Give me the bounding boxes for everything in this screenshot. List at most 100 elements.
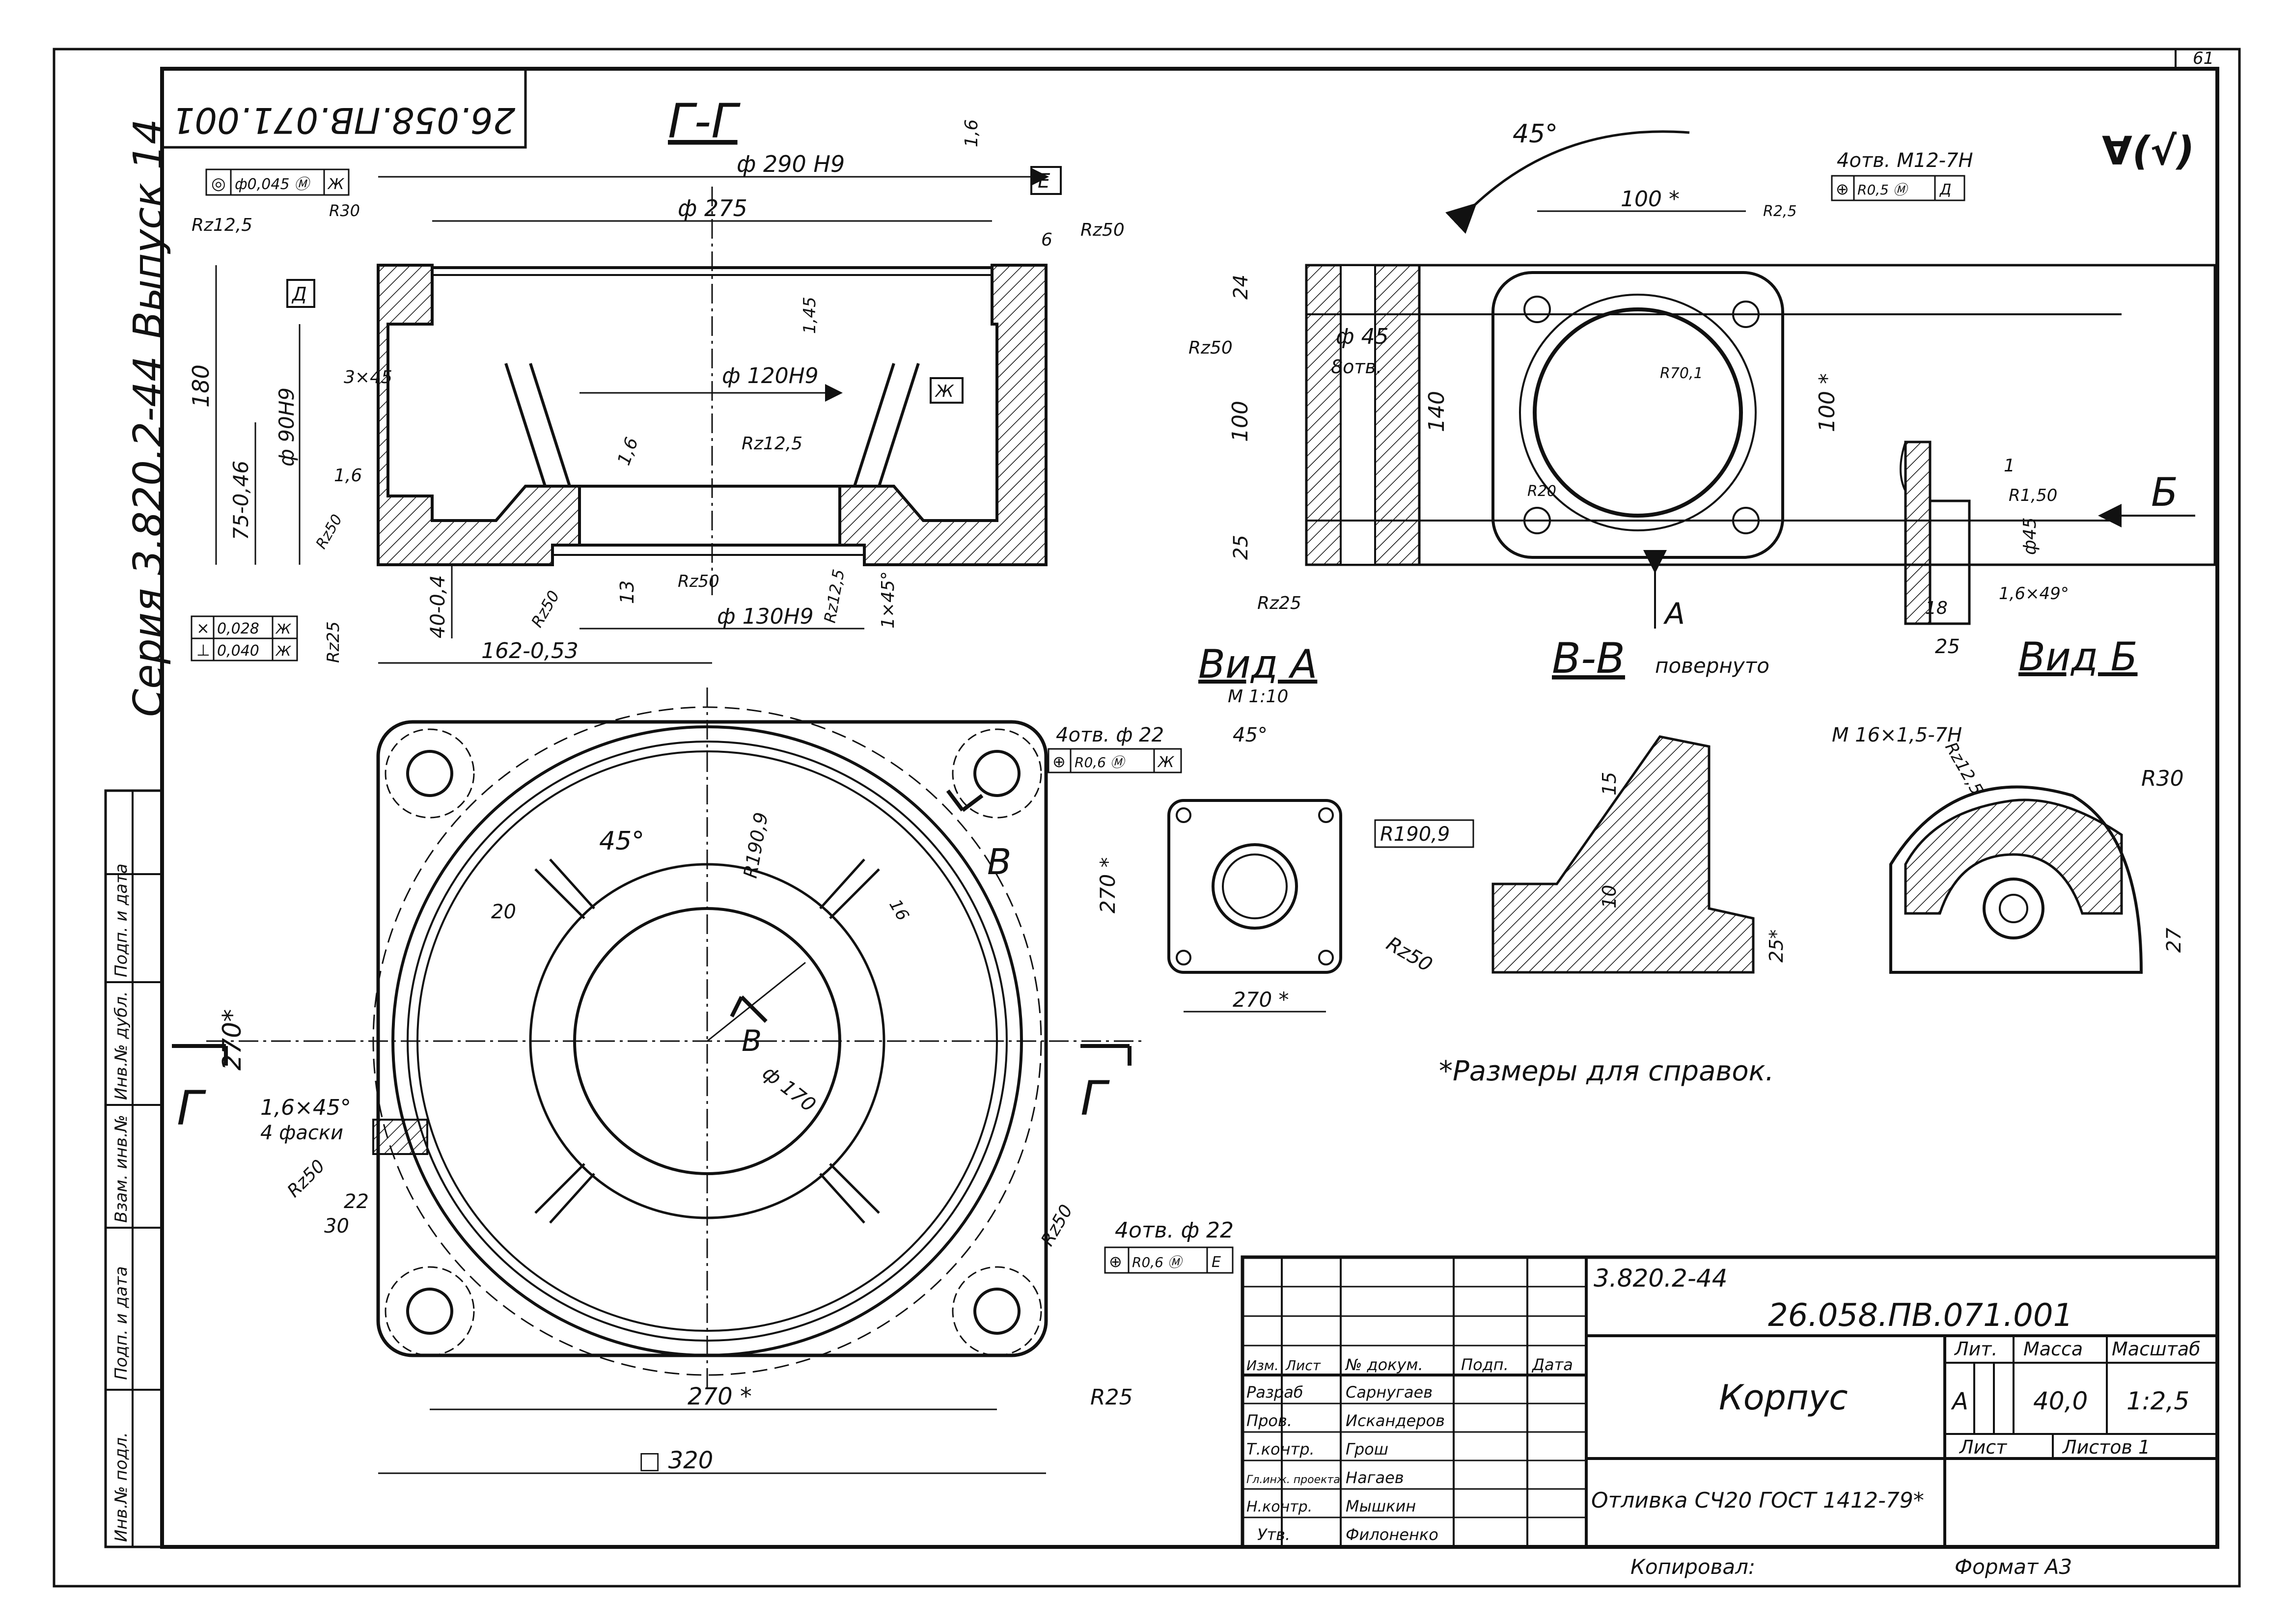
section-gg-right-wall (838, 264, 1048, 566)
va-h270: 270 * (1096, 857, 1120, 913)
plan-holes-spec: 4отв. ф 22 (1115, 1218, 1234, 1243)
vb-r50: R1,50 (2009, 486, 2057, 505)
tb-role-5: Утв. (1257, 1525, 1290, 1544)
vb-chamfer: 1,6×49° (1999, 584, 2069, 604)
tb-mass-label: Масса (2023, 1338, 2083, 1360)
tb-person-1: Искандеров (1346, 1411, 1445, 1430)
vv-r70: R70,1 (1660, 365, 1703, 382)
tb-person-2: Грош (1346, 1440, 1388, 1459)
tb-role-3: Гл.инж. проекта (1246, 1474, 1340, 1486)
dim-v16b: 1,6 (334, 466, 362, 486)
dim-h180: 180 (188, 364, 214, 408)
vv-h100b: 100 (1228, 401, 1253, 442)
svg-text:⊕: ⊕ (1052, 752, 1066, 771)
dim-d120: ф 120Н9 (722, 363, 819, 388)
section-vv: 45° 100 * 100 * 140 100 24 25 ф 45 8отв.… (1188, 119, 2216, 683)
plan-rz50b: Rz50 (1037, 1201, 1076, 1249)
dim-h40: 40-0,4 (427, 575, 449, 638)
rz-gg-3: Rz12,5 (742, 434, 802, 454)
svg-text:◎: ◎ (211, 174, 226, 193)
plan-view: 270* 270 * □ 320 45° R190,9 ф 170 20 16 … (172, 688, 1234, 1474)
series-label: Серия 3.820.2-44 (125, 356, 172, 717)
tb-person-5: Филоненко (1346, 1525, 1438, 1544)
svg-text:Ж: Ж (935, 382, 954, 401)
section-gg: Г-Г ф 290 Н9 ф 275 ф 120Н9 ф 130Н9 180 7… (188, 94, 1125, 664)
va-r190: R190,9 (1374, 819, 1474, 848)
tb-role-0: Разраб (1246, 1383, 1303, 1402)
stamp-inv-podl: Инв.№ подл. (111, 1432, 131, 1542)
tolerance-frame-left-1: × 0,028 Ж (191, 615, 298, 639)
tb-sheets-label: Листов 1 (2062, 1436, 2150, 1458)
svg-text:R0,5 Ⓜ: R0,5 Ⓜ (1857, 182, 1909, 198)
tb-code: 26.058.ПВ.071.001 (1768, 1297, 2073, 1334)
view-a-scale: М 1:10 (1228, 687, 1288, 707)
rz-gg-1: Rz12,5 (192, 215, 252, 235)
stamp-vzam-inv: Взам. инв.№ (111, 1115, 131, 1223)
section-mark-g-right: Г (1080, 1071, 1110, 1126)
svg-text:R190,9: R190,9 (1380, 823, 1450, 846)
tb-person-4: Мышкин (1346, 1497, 1416, 1515)
format-label: Формат А3 (1955, 1555, 2072, 1579)
tb-role-4: Н.контр. (1246, 1498, 1312, 1515)
vv-holes-spec: 4отв. М12-7Н (1837, 149, 1973, 172)
boss-rz: Rz12,5 (1941, 739, 1987, 798)
section-vv-flange (1491, 271, 1784, 559)
vv-tolerance-frame: ⊕ R0,5 Ⓜ Д (1831, 175, 1965, 201)
plan-w320: □ 320 (638, 1447, 713, 1474)
svg-text:0,028: 0,028 (217, 620, 259, 637)
rib-detail: 15 10 25* (1491, 735, 1787, 974)
tb-header-dokum: № докум. (1345, 1355, 1423, 1374)
section-mark-v-top: В (987, 841, 1011, 882)
section-gg-title: Г-Г (668, 94, 741, 149)
boss-detail: М 16×1,5-7Н Rz12,5 R30 27 (1832, 724, 2185, 974)
svg-text:Д: Д (291, 283, 307, 305)
dim-chamfer-1x45: 1×45° (878, 571, 898, 629)
svg-text:⊕: ⊕ (1836, 180, 1849, 198)
view-a: Вид А М 1:10 4отв. ф 22 ⊕ R0,6 Ⓜ Ж 45° 2… (1048, 641, 1474, 1013)
svg-text:Ж: Ж (275, 621, 292, 637)
plan-h270: 270* (218, 1009, 247, 1071)
view-b-title: Вид Б (2018, 634, 2138, 680)
va-angle: 45° (1233, 724, 1268, 746)
tb-header-list: Лист (1285, 1357, 1321, 1374)
tb-role-1: Пров. (1246, 1411, 1292, 1430)
plan-r190: R190,9 (740, 811, 773, 880)
dim-v16a: 1,6 (962, 119, 982, 147)
view-b-arrow: Б (2151, 469, 2178, 515)
plan-w270: 270 * (688, 1383, 752, 1410)
tb-scale-label: Масштаб (2112, 1338, 2201, 1360)
stamp-inv-dubl: Инв.№ дубл. (111, 991, 131, 1100)
tb-scale-value: 1:2,5 (2126, 1387, 2189, 1415)
section-mark-v-center: В (742, 1024, 762, 1058)
rz-gg-4: Rz50 (678, 572, 719, 591)
vv-h140: 140 (1424, 391, 1449, 432)
rib-v10: 10 (1599, 885, 1620, 908)
plan-rz50: Rz50 (283, 1156, 329, 1201)
tb-material: Отливка СЧ20 ГОСТ 1412-79* (1591, 1488, 1924, 1513)
stamp-podp-data-2: Подп. и дата (111, 863, 131, 977)
vv-rz-2: Rz25 (1257, 593, 1301, 613)
tb-role-2: Т.контр. (1246, 1440, 1315, 1459)
plan-tolerance: ⊕ R0,6 Ⓜ Е (1104, 1246, 1234, 1274)
datum-d: Д (286, 279, 315, 308)
plan-r25: R25 (1090, 1385, 1133, 1410)
dim-r30: R30 (329, 201, 360, 220)
svg-text:R0,6 Ⓜ: R0,6 Ⓜ (1075, 754, 1126, 771)
tolerance-frame-left-2: ⊥ 0,040 Ж (191, 637, 298, 661)
sheet-number: 61 (2193, 49, 2214, 68)
boss-spec: М 16×1,5-7Н (1832, 724, 1962, 746)
tb-lit-label: Лит. (1954, 1338, 1998, 1360)
rz-gg-6: Rz12,5 (820, 568, 848, 624)
title-block: Изм. Лист № докум. Подп. Дата Разраб Сар… (1241, 1255, 2219, 1549)
view-a-title: Вид А (1198, 641, 1317, 687)
view-a-tolerance: ⊕ R0,6 Ⓜ Ж (1048, 748, 1182, 773)
dim-d275: ф 275 (678, 195, 747, 221)
view-a-holes: 4отв. ф 22 (1056, 724, 1164, 746)
dim-d290: ф 290 Н9 (737, 151, 845, 177)
section-mark-g-left: Г (177, 1081, 206, 1136)
svg-text:×: × (196, 619, 210, 637)
vv-r20: R20 (1527, 483, 1556, 500)
svg-text:⊥: ⊥ (196, 641, 210, 660)
vb-v18: 18 (1925, 598, 1948, 618)
